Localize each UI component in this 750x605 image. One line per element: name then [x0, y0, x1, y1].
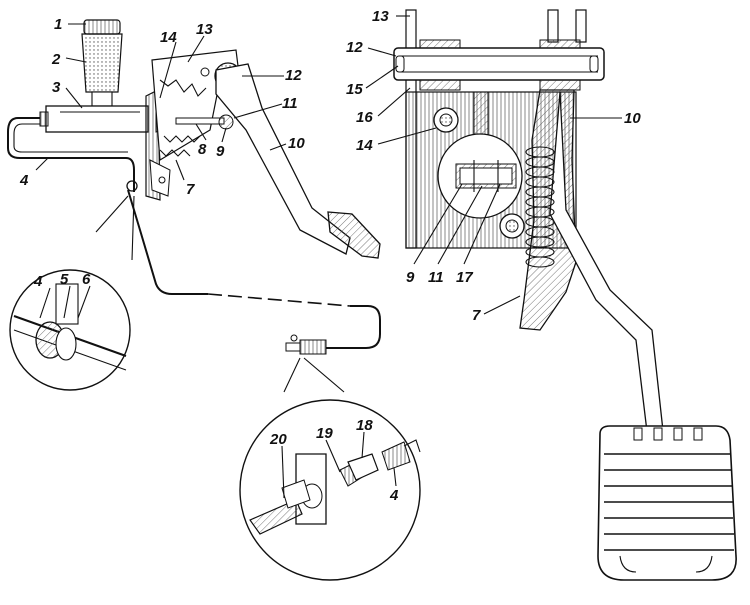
- cylinder-body: [45, 105, 149, 133]
- label-r7: 7: [472, 307, 481, 324]
- pedal-spring-coils: [525, 146, 555, 268]
- pedal-axle: [393, 47, 605, 81]
- label-2: 2: [51, 51, 61, 68]
- label-inset-5: 5: [60, 271, 69, 288]
- label-inset-19: 19: [316, 425, 333, 442]
- label-r17: 17: [456, 269, 473, 286]
- inset-fitting-detail: [239, 399, 421, 581]
- inset-hose-leader: [95, 195, 135, 261]
- hose-end-fitting: [249, 499, 303, 535]
- lock-nut: [347, 453, 379, 481]
- callout-labels: 1 2 3 4 14 13 12 11 10 9 8 7 4 5 6 20 19…: [19, 8, 641, 504]
- cylinder-end-fitting: [39, 111, 49, 127]
- pipe-break-line: [207, 293, 351, 307]
- fluid-pipe-upper: [7, 117, 135, 192]
- pedal-pad: [327, 211, 381, 259]
- label-r13: 13: [372, 8, 389, 25]
- reservoir-neck: [91, 91, 113, 107]
- label-inset-18: 18: [356, 417, 373, 434]
- label-14: 14: [160, 29, 177, 46]
- label-r14: 14: [356, 137, 373, 154]
- pedal-pad-ribs: [604, 453, 734, 551]
- label-r11: 11: [428, 269, 444, 286]
- master-cylinder-assembly: [39, 19, 381, 259]
- pipe-fitting: [299, 339, 327, 355]
- label-r16: 16: [356, 109, 373, 126]
- label-r15: 15: [346, 81, 363, 98]
- reservoir-body: [81, 33, 123, 93]
- axle-bushing: [419, 79, 461, 91]
- reservoir-cap: [83, 19, 121, 35]
- pipe-clip: [126, 180, 138, 192]
- label-3: 3: [52, 79, 61, 96]
- pedal-support-section: [393, 9, 737, 581]
- label-13: 13: [196, 21, 213, 38]
- fluid-pipe-lower: [127, 189, 208, 295]
- label-4: 4: [19, 172, 29, 189]
- axle-clip-left: [395, 55, 405, 73]
- pedal-pad-large: [597, 425, 737, 581]
- inset-hose-detail: [9, 269, 131, 391]
- lower-spring: [163, 135, 201, 143]
- pushrod-pin-right: [459, 167, 513, 185]
- fluid-pipe-end: [326, 305, 381, 349]
- label-inset-6: 6: [82, 271, 91, 288]
- label-leaders: [35, 15, 622, 499]
- label-r12: 12: [346, 39, 363, 56]
- spring-anchor-pin: [200, 67, 210, 77]
- pushrod-pin: [218, 114, 234, 130]
- label-10: 10: [288, 135, 305, 152]
- label-1: 1: [54, 16, 62, 33]
- label-inset-20: 20: [269, 431, 287, 448]
- inset-fitting-leader: [283, 357, 345, 393]
- label-12: 12: [285, 67, 302, 84]
- label-11: 11: [282, 95, 298, 112]
- axle-clip-right: [589, 55, 599, 73]
- return-spring: [159, 79, 207, 97]
- tube-nut: [381, 441, 411, 471]
- label-7: 7: [186, 181, 195, 198]
- hydraulic-line: [7, 117, 381, 355]
- label-8: 8: [198, 141, 207, 158]
- label-r10: 10: [624, 110, 641, 127]
- label-r9: 9: [406, 269, 415, 286]
- label-9: 9: [216, 143, 225, 160]
- label-inset-4b: 4: [389, 487, 399, 504]
- label-inset-4: 4: [33, 273, 43, 290]
- pushrod: [175, 117, 225, 125]
